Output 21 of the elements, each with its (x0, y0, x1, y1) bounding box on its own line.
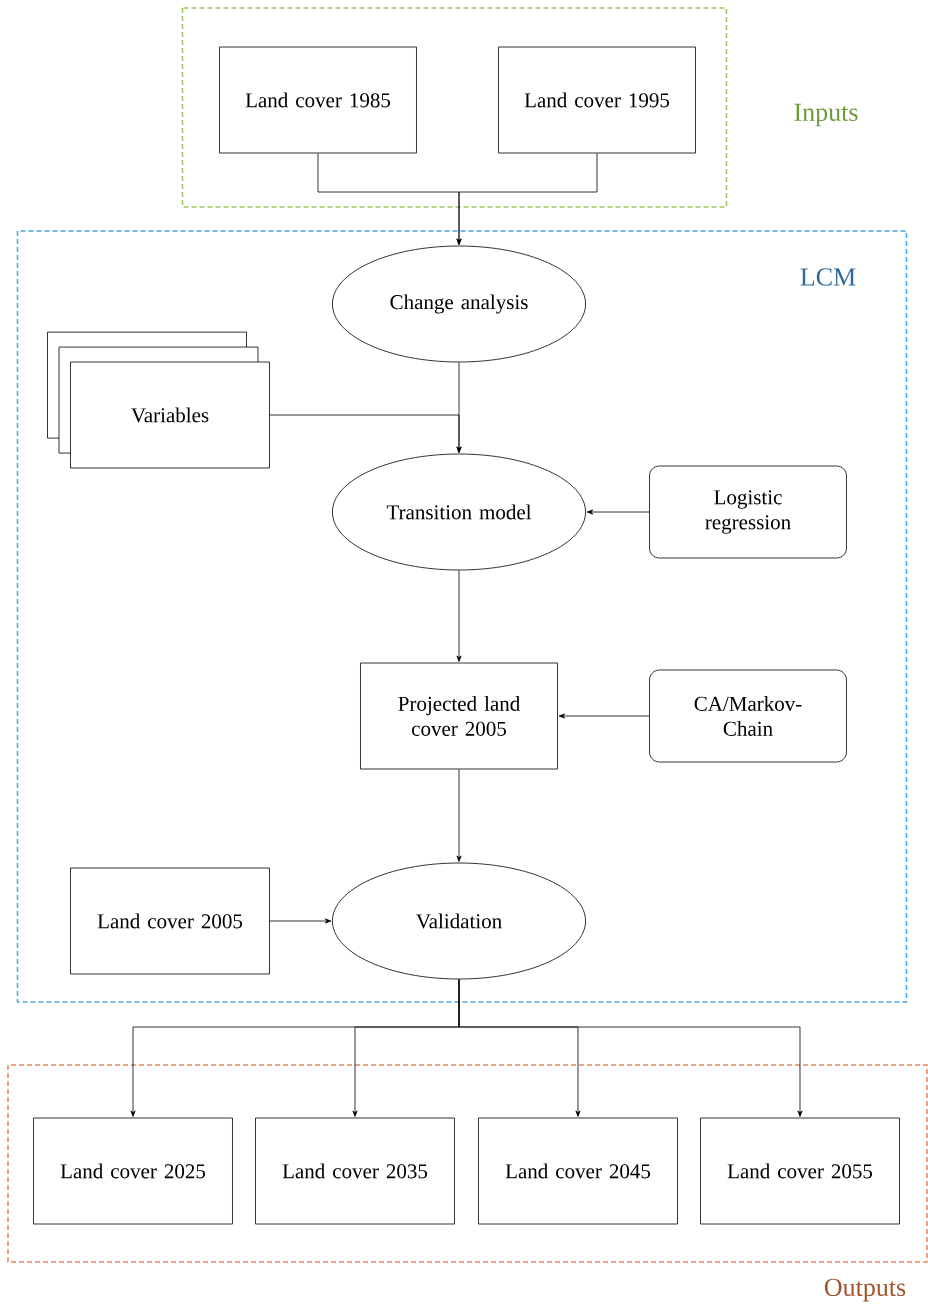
arrow (586, 509, 650, 515)
process-box: Land cover 2005 (70, 867, 270, 975)
process-box: Land cover 1985 (219, 46, 417, 154)
arrow (269, 414, 462, 453)
process-box: Land cover 2045 (478, 1117, 678, 1225)
process-box: Projected land cover 2005 (360, 662, 558, 770)
process-box: Land cover 2035 (255, 1117, 455, 1225)
arrow (458, 979, 803, 1117)
stacked-documents: Variables (47, 331, 270, 469)
arrow (456, 153, 598, 245)
arrow (558, 713, 650, 719)
arrow (456, 769, 462, 862)
arrow (269, 918, 332, 924)
method-box: Logistic regression (649, 465, 847, 559)
process-box: Land cover 2025 (33, 1117, 233, 1225)
method-box: CA/Markov-Chain (649, 669, 847, 763)
arrow (456, 570, 462, 662)
process-box: Land cover 1995 (498, 46, 696, 154)
node-label: Outputs (824, 1278, 906, 1302)
process-box: Land cover 2055 (700, 1117, 900, 1225)
node-label: Inputs (794, 103, 858, 127)
